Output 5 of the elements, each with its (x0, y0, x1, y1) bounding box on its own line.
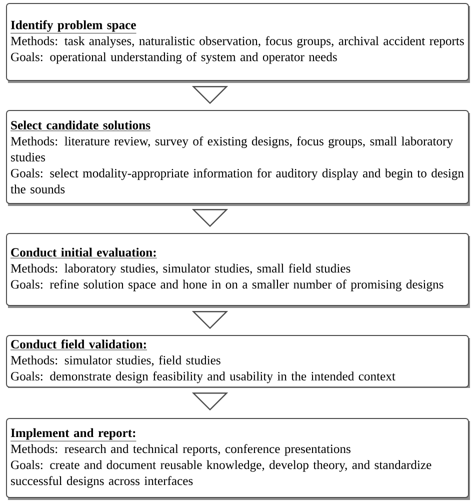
step-box: Conduct initial evaluation: Methods: laboratory studies, simulator studies, small field studies Goals: refine solution space and hone in on a smaller number of promising designs (6, 233, 470, 308)
step-box: Implement and report: Methods: research and technical reports, conference presentations Goals: create and document reusable knowledge, develop theory, and standardize successful designs across interfaces (6, 418, 470, 500)
step-box: Select candidate solutions Methods: literature review, survey of existing designs, focus groups, small laboratory studies Goals: select modality-appropriate information for auditory display and begin to design the sounds (6, 110, 470, 206)
step-box: Conduct field validation: Methods: simulator studies, field studies Goals: demonstrate design feasibility and usability in the intended context (6, 335, 470, 388)
step-box: Identify problem space Methods: task analyses, naturalistic observation, focus groups, archival accident reports Goals: operational understanding of system and operator needs (6, 3, 470, 83)
